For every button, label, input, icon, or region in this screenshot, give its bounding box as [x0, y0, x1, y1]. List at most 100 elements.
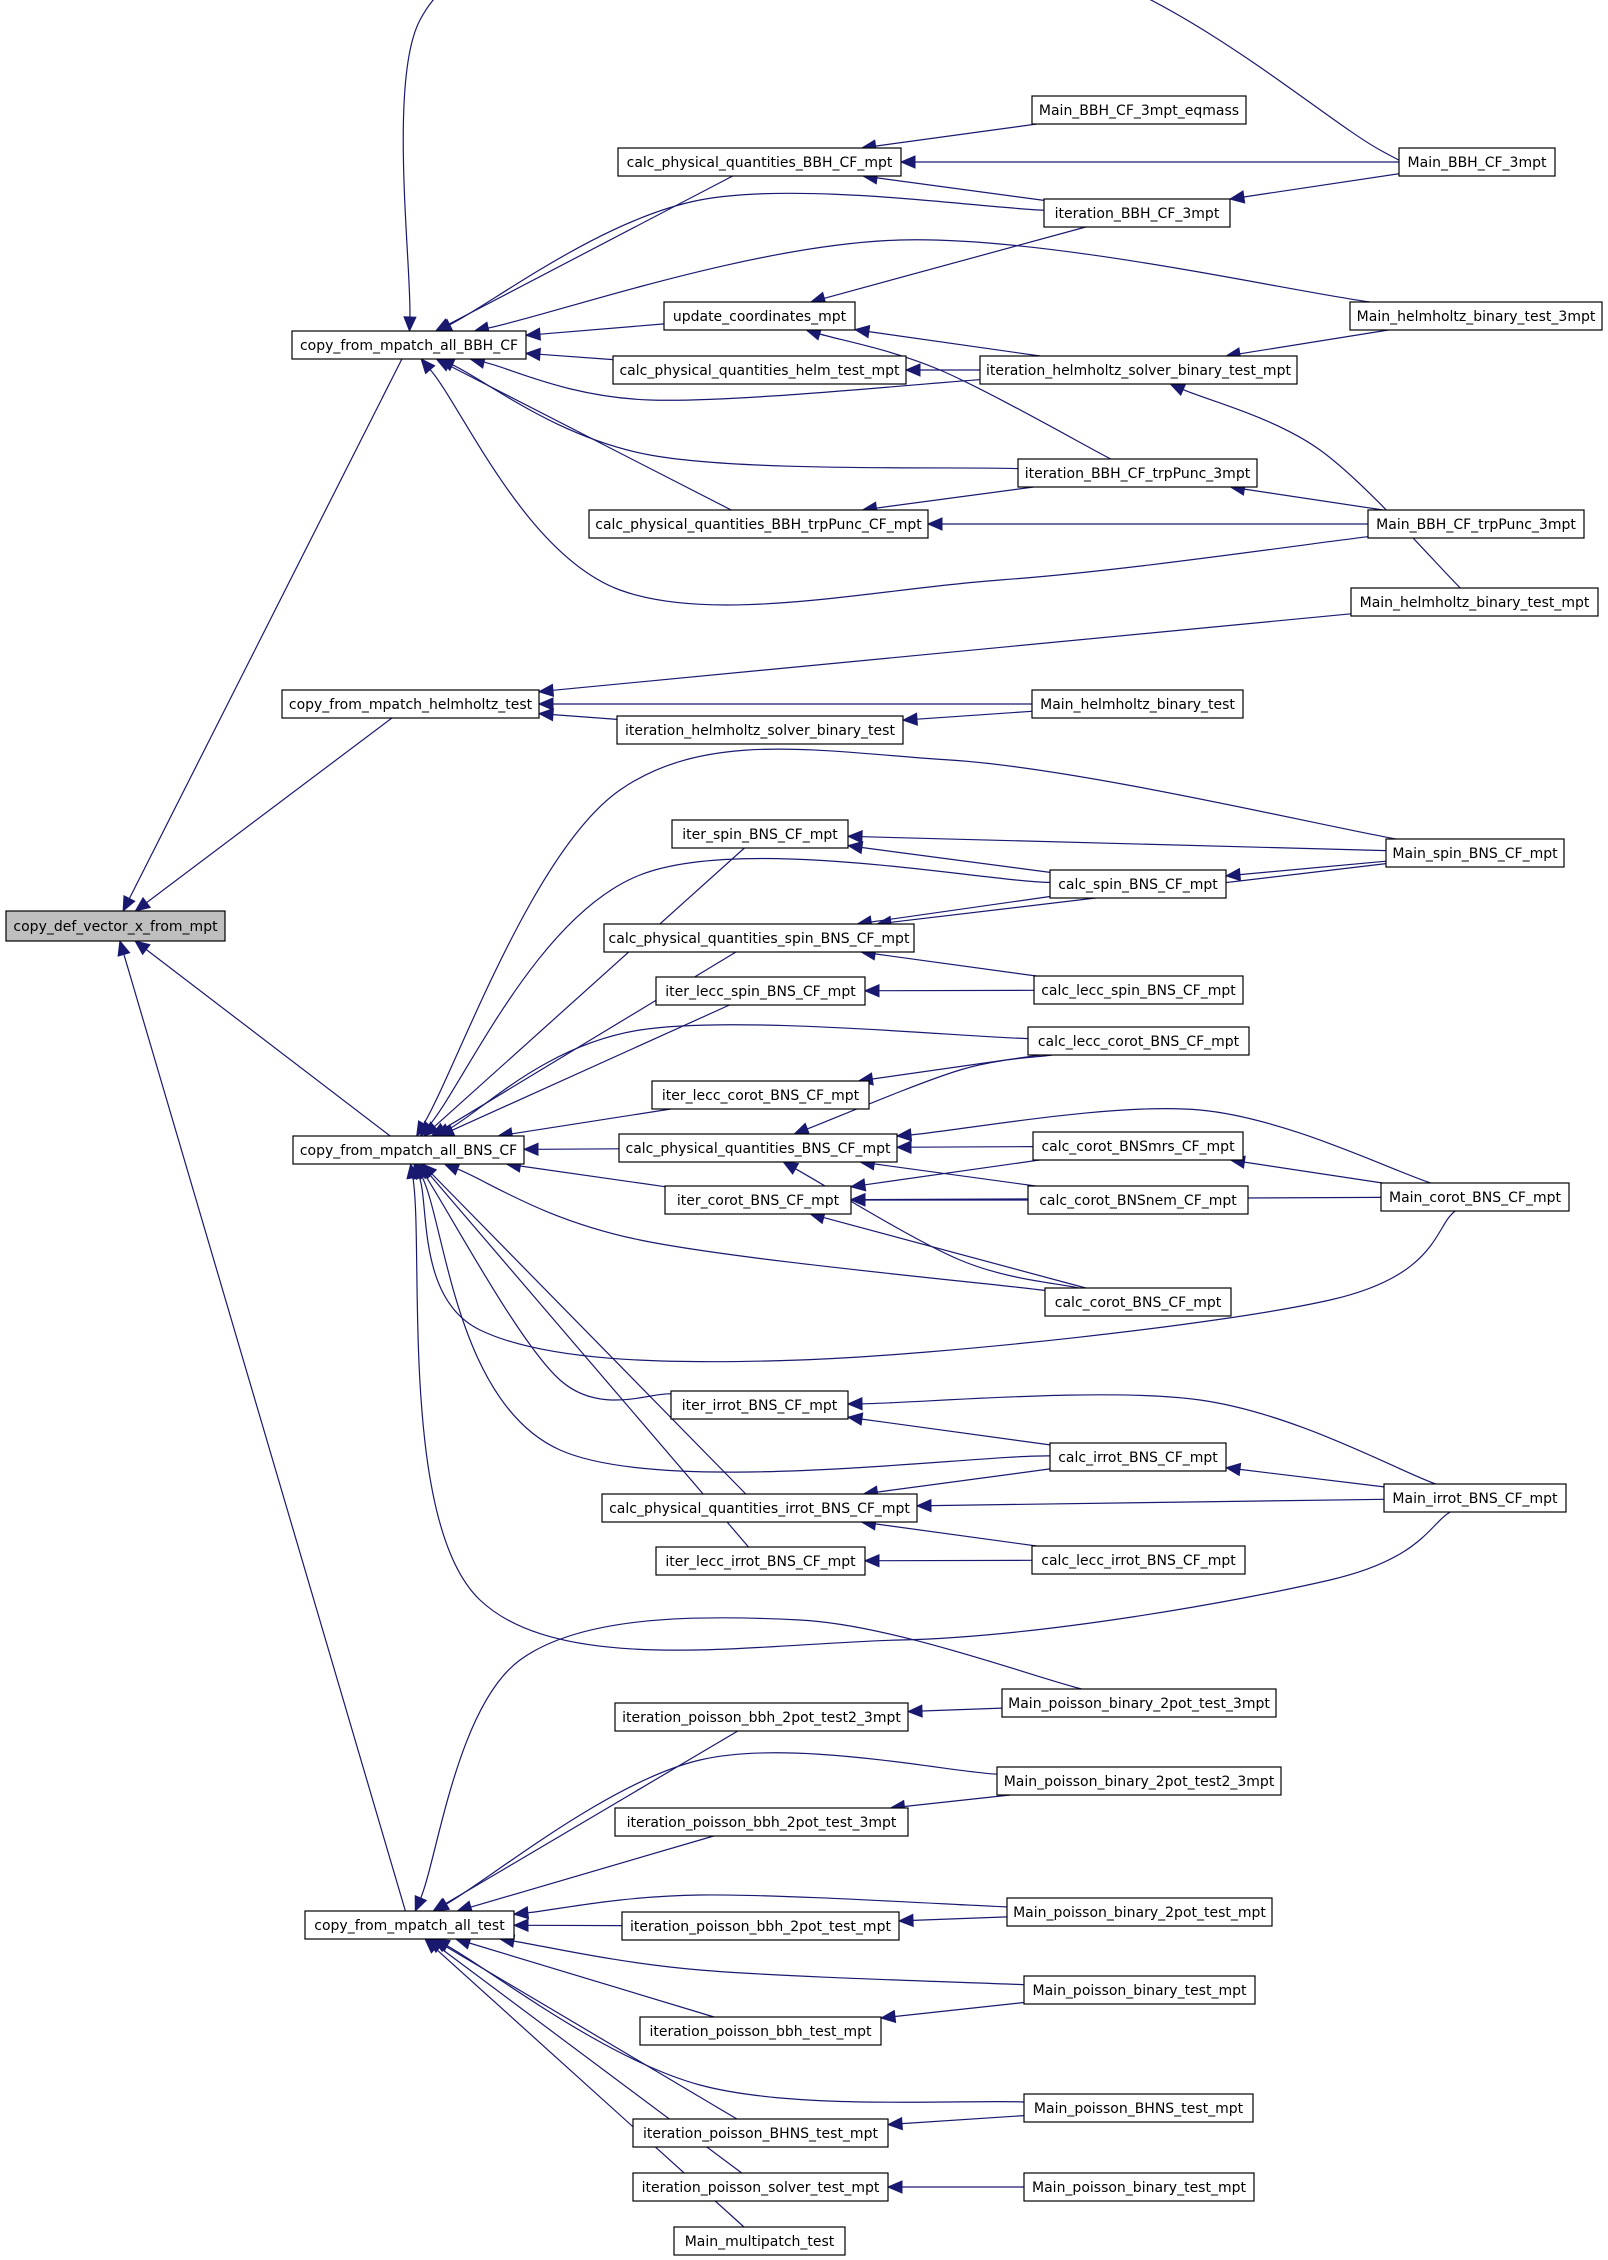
- edge-c_helm-to-root: [146, 717, 393, 904]
- edge-it_pbbh-to-c_test: [469, 1942, 715, 2018]
- edge-m_p2pot2_3-to-it_p2pot_3: [904, 1794, 1011, 1808]
- node-m_p2pot_3[interactable]: Main_poisson_binary_2pot_test_3mpt: [1001, 1688, 1277, 1718]
- node-it_bbh_3[interactable]: iteration_BBH_CF_3mpt: [1043, 198, 1231, 228]
- node-m_spin[interactable]: Main_spin_BNS_CF_mpt: [1385, 838, 1565, 868]
- edge-m_p2pot-to-it_p2pot: [912, 1916, 1008, 1921]
- node-box: [1027, 1026, 1250, 1056]
- node-cpq_bns[interactable]: calc_physical_quantities_BNS_CF_mpt: [618, 1133, 898, 1163]
- edge-arrowhead: [906, 1704, 923, 1718]
- edge-arrowhead: [537, 697, 554, 711]
- edge-cpq_helm-to-c_bbh: [539, 353, 614, 361]
- node-calc_corot[interactable]: calc_corot_BNS_CF_mpt: [1044, 1287, 1232, 1317]
- node-iter_lecc_spin[interactable]: iter_lecc_spin_BNS_CF_mpt: [655, 976, 866, 1006]
- node-m_irrot[interactable]: Main_irrot_BNS_CF_mpt: [1383, 1483, 1567, 1513]
- edge-arrowhead: [904, 363, 921, 377]
- node-label: iteration_poisson_bbh_2pot_test_3mpt: [627, 1815, 897, 1831]
- node-label: Main_BBH_CF_3mpt_eqmass: [1039, 103, 1239, 119]
- node-it_helm[interactable]: iteration_helmholtz_solver_binary_test: [616, 715, 904, 745]
- edge-m_corot-to-c_bns: [418, 1176, 1456, 1363]
- node-calc_lecc_irrot[interactable]: calc_lecc_irrot_BNS_CF_mpt: [1031, 1545, 1246, 1575]
- node-calc_corot_mrs[interactable]: calc_corot_BNSmrs_CF_mpt: [1032, 1131, 1244, 1161]
- node-m_bbh_3[interactable]: Main_BBH_CF_3mpt: [1398, 147, 1556, 177]
- node-c_bbh[interactable]: copy_from_mpatch_all_BBH_CF: [291, 330, 527, 360]
- node-m_bbh_eq[interactable]: Main_BBH_CF_3mpt_eqmass: [1031, 95, 1247, 125]
- node-calc_irrot[interactable]: calc_irrot_BNS_CF_mpt: [1049, 1442, 1227, 1472]
- edge-m_pbin-to-it_pbbh: [894, 2001, 1025, 2018]
- node-m_bhns[interactable]: Main_poisson_BHNS_test_mpt: [1023, 2093, 1254, 2123]
- edge-m_pbin-to-c_test: [513, 1940, 1025, 1986]
- node-label: calc_physical_quantities_BBH_CF_mpt: [627, 155, 893, 171]
- edge-it_bhns-to-c_test: [444, 1945, 738, 2120]
- node-label: Main_multipatch_test: [685, 2234, 835, 2250]
- edge-m_spin-to-calc_spin: [1239, 860, 1387, 876]
- edge-arrowhead: [420, 358, 436, 375]
- edge-it_p2pot2_3-to-c_test: [444, 1730, 739, 1905]
- edge-calc_lecc_spin-to-cpq_spin: [874, 953, 1037, 977]
- edge-m_spin-to-iter_spin: [861, 836, 1387, 852]
- node-it_bbh_trp[interactable]: iteration_BBH_CF_trpPunc_3mpt: [1017, 458, 1258, 488]
- node-it_p2pot2_3[interactable]: iteration_poisson_bbh_2pot_test2_3mpt: [614, 1702, 909, 1732]
- node-label: iteration_poisson_BHNS_test_mpt: [643, 2126, 878, 2142]
- edge-it_bbh_3-to-c_bbh: [449, 192, 1045, 326]
- node-it_p2pot[interactable]: iteration_poisson_bbh_2pot_test_mpt: [621, 1911, 900, 1941]
- edge-arrowhead: [406, 1162, 420, 1180]
- node-iter_irrot[interactable]: iter_irrot_BNS_CF_mpt: [670, 1390, 849, 1420]
- node-iter_spin[interactable]: iter_spin_BNS_CF_mpt: [671, 819, 849, 849]
- edge-arrowhead: [419, 1120, 435, 1137]
- edge-arrowhead: [117, 939, 131, 957]
- node-m_helm[interactable]: Main_helmholtz_binary_test: [1031, 689, 1244, 719]
- node-m_p2pot2_3[interactable]: Main_poisson_binary_2pot_test2_3mpt: [996, 1766, 1282, 1796]
- node-it_bhns[interactable]: iteration_poisson_BHNS_test_mpt: [632, 2118, 889, 2148]
- node-it_psolver[interactable]: iteration_poisson_solver_test_mpt: [632, 2172, 889, 2202]
- node-upd[interactable]: update_coordinates_mpt: [663, 301, 856, 331]
- edge-arrowhead: [879, 2009, 897, 2024]
- node-m_p2pot[interactable]: Main_poisson_binary_2pot_test_mpt: [1006, 1897, 1273, 1927]
- edge-calc_spin-to-iter_spin: [861, 846, 1051, 873]
- node-cpq_spin[interactable]: calc_physical_quantities_spin_BNS_CF_mpt: [603, 923, 915, 953]
- node-cpq_helm[interactable]: calc_physical_quantities_helm_test_mpt: [612, 355, 907, 385]
- node-iter_lecc_corot[interactable]: iter_lecc_corot_BNS_CF_mpt: [651, 1080, 870, 1110]
- edge-m_helm_mpt-to-c_helm: [552, 613, 1352, 691]
- node-calc_corot_nem[interactable]: calc_corot_BNSnem_CF_mpt: [1027, 1185, 1249, 1215]
- node-c_bns[interactable]: copy_from_mpatch_all_BNS_CF: [292, 1135, 525, 1165]
- node-cpq_irrot[interactable]: calc_physical_quantities_irrot_BNS_CF_mp…: [601, 1493, 918, 1523]
- node-calc_lecc_corot[interactable]: calc_lecc_corot_BNS_CF_mpt: [1027, 1026, 1250, 1056]
- node-box: [5, 910, 226, 942]
- node-m_helm_3[interactable]: Main_helmholtz_binary_test_3mpt: [1349, 301, 1603, 331]
- node-iter_corot[interactable]: iter_corot_BNS_CF_mpt: [664, 1185, 852, 1215]
- node-it_helm_mpt[interactable]: iteration_helmholtz_solver_binary_test_m…: [979, 355, 1298, 385]
- node-root[interactable]: copy_def_vector_x_from_mpt: [5, 910, 226, 942]
- node-box: [663, 301, 856, 331]
- node-m_bbh_trp[interactable]: Main_BBH_CF_trpPunc_3mpt: [1367, 509, 1585, 539]
- node-box: [616, 715, 904, 745]
- node-it_pbbh[interactable]: iteration_poisson_bbh_test_mpt: [639, 2016, 882, 2046]
- node-iter_lecc_irrot[interactable]: iter_lecc_irrot_BNS_CF_mpt: [655, 1546, 866, 1576]
- node-box: [1044, 1287, 1232, 1317]
- edge-arrowhead: [895, 1140, 912, 1154]
- node-box: [614, 1702, 909, 1732]
- edge-m_p2pot_3-to-it_p2pot2_3: [921, 1707, 1003, 1712]
- node-m_corot[interactable]: Main_corot_BNS_CF_mpt: [1380, 1182, 1570, 1212]
- node-calc_lecc_spin[interactable]: calc_lecc_spin_BNS_CF_mpt: [1033, 975, 1244, 1005]
- edge-m_spin-to-c_bns: [423, 748, 1397, 1125]
- node-box: [588, 509, 929, 539]
- node-calc_spin[interactable]: calc_spin_BNS_CF_mpt: [1049, 869, 1227, 899]
- edge-calc_corot_mrs-to-iter_corot: [864, 1159, 1040, 1186]
- node-box: [1017, 458, 1258, 488]
- edge-arrowhead: [849, 1178, 867, 1192]
- node-m_pbin2[interactable]: Main_poisson_binary_test_mpt: [1023, 2172, 1255, 2202]
- node-it_p2pot_3[interactable]: iteration_poisson_bbh_2pot_test_3mpt: [614, 1807, 909, 1837]
- node-m_multi[interactable]: Main_multipatch_test: [673, 2226, 846, 2256]
- node-cpq_bbh_trp[interactable]: calc_physical_quantities_BBH_trpPunc_CF_…: [588, 509, 929, 539]
- node-m_helm_mpt[interactable]: Main_helmholtz_binary_test_mpt: [1350, 587, 1599, 617]
- edge-arrowhead: [134, 896, 152, 912]
- edge-arrowhead: [1228, 190, 1246, 204]
- node-cpq_bbh[interactable]: calc_physical_quantities_BBH_CF_mpt: [617, 147, 902, 177]
- edge-m_p2pot2_3-to-c_test: [446, 1752, 998, 1905]
- node-c_test[interactable]: copy_from_mpatch_all_test: [304, 1910, 515, 1940]
- node-box: [621, 1911, 900, 1941]
- node-c_helm[interactable]: copy_from_mpatch_helmholtz_test: [281, 689, 540, 719]
- node-m_pbin[interactable]: Main_poisson_binary_test_mpt: [1023, 1975, 1256, 2005]
- node-label: Main_spin_BNS_CF_mpt: [1392, 846, 1558, 862]
- node-box: [673, 2226, 846, 2256]
